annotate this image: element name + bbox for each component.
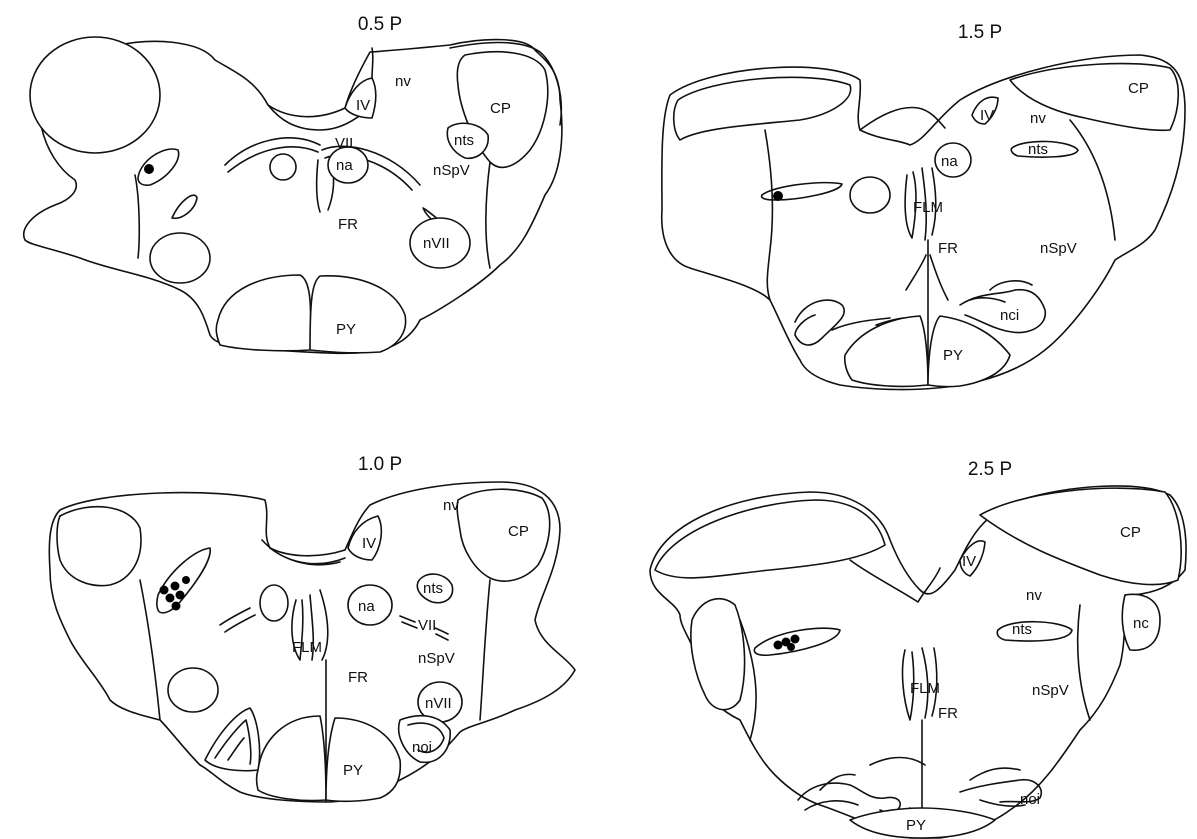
label-nts: nts <box>454 132 474 149</box>
recording-site-dot <box>774 641 783 650</box>
left-lateral-lobe <box>691 599 745 710</box>
label-noi: noi <box>412 739 432 756</box>
recording-site-dot <box>791 635 800 644</box>
label-nspv: nSpV <box>418 650 455 667</box>
left-lobe <box>655 500 885 578</box>
lateral-boundary-right <box>486 162 490 268</box>
label-nv: nv <box>1030 110 1046 127</box>
label-vii: VII <box>335 135 353 152</box>
label-nci: nci <box>1000 307 1019 324</box>
section-panel-2-5p: 2.5 P CP IV nv nts nc FLM nSpV FR noi PY <box>600 420 1197 839</box>
small-circle <box>260 585 288 621</box>
label-vii: VII <box>418 617 436 634</box>
olive-left <box>798 774 910 812</box>
label-cp: CP <box>1128 80 1149 97</box>
left-lobe <box>57 507 141 586</box>
nts-region <box>997 622 1072 641</box>
cp-region <box>980 488 1181 584</box>
left-olive-triangle <box>205 708 260 771</box>
label-nv: nv <box>443 497 459 514</box>
label-nvii: nVII <box>423 235 450 252</box>
label-cp: CP <box>1120 524 1141 541</box>
label-py: PY <box>943 347 963 364</box>
panel-title: 1.0 P <box>358 454 402 475</box>
section-diagram-1-5p: 1.5 P CP IV nv na nts FLM FR nSpV nci PY <box>600 0 1197 420</box>
section-diagram-2-5p: 2.5 P CP IV nv nts nc FLM nSpV FR noi PY <box>600 420 1197 839</box>
recording-site-dot <box>160 586 169 595</box>
label-iv: IV <box>980 107 994 124</box>
lateral-boundary-right <box>480 580 490 720</box>
label-iv: IV <box>362 535 376 552</box>
iv-notch <box>850 560 940 602</box>
recording-site-dot <box>787 643 795 651</box>
recording-site-dot <box>166 594 175 603</box>
pyramid-left <box>845 316 928 386</box>
midline-v <box>906 255 948 300</box>
label-py: PY <box>343 762 363 779</box>
pyramid-left <box>216 275 310 351</box>
recording-site-dot <box>172 602 181 611</box>
left-peduncle-circle <box>30 37 160 153</box>
lateral-boundary-right <box>1070 120 1115 240</box>
label-nspv: nSpV <box>1032 682 1069 699</box>
recording-site-dot <box>144 164 154 174</box>
recording-site-dot <box>182 576 190 584</box>
panel-title: 1.5 P <box>958 22 1002 43</box>
section-panel-1-0p: 1.0 P nv CP IV nts na VII FLM nSpV FR <box>0 420 600 839</box>
label-na: na <box>358 598 375 615</box>
left-slant-oval <box>172 195 197 218</box>
ventricle-floor <box>262 540 345 565</box>
label-nv: nv <box>1026 587 1042 604</box>
label-nvii: nVII <box>425 695 452 712</box>
label-flm: FLM <box>292 639 322 656</box>
lateral-boundary-right <box>1078 605 1090 720</box>
label-nv: nv <box>395 73 411 90</box>
section-diagram-1-0p: 1.0 P nv CP IV nts na VII FLM nSpV FR <box>0 420 600 839</box>
label-fr: FR <box>338 216 358 233</box>
midline-arc <box>870 758 925 766</box>
recording-site-dot <box>176 591 185 600</box>
label-fr: FR <box>348 669 368 686</box>
left-lobe <box>674 77 851 140</box>
label-iv: IV <box>356 97 370 114</box>
label-nspv: nSpV <box>433 162 470 179</box>
left-circle <box>168 668 218 712</box>
label-py: PY <box>906 817 926 834</box>
label-nts: nts <box>423 580 443 597</box>
cp-region <box>457 489 549 581</box>
section-diagram-0-5p: 0.5 P nv IV CP VII nts na nSpV FR nVII P… <box>0 0 600 420</box>
label-na: na <box>336 157 353 174</box>
recording-site-dot <box>171 582 180 591</box>
section-panel-0-5p: 0.5 P nv IV CP VII nts na nSpV FR nVII P… <box>0 0 600 420</box>
label-py: PY <box>336 321 356 338</box>
label-fr: FR <box>938 240 958 257</box>
label-na: na <box>941 153 958 170</box>
lateral-boundary-left <box>765 130 772 300</box>
lateral-oval <box>138 149 179 185</box>
label-iv: IV <box>962 553 976 570</box>
left-circle <box>850 177 890 213</box>
label-fr: FR <box>938 705 958 722</box>
left-circle <box>150 233 210 283</box>
label-flm: FLM <box>913 199 943 216</box>
label-nc: nc <box>1133 615 1149 632</box>
section-panel-1-5p: 1.5 P CP IV nv na nts FLM FR nSpV nci PY <box>600 0 1197 420</box>
label-nts: nts <box>1028 141 1048 158</box>
pyramid-left <box>257 716 327 801</box>
panel-title: 2.5 P <box>968 459 1012 480</box>
label-nts: nts <box>1012 621 1032 638</box>
label-nspv: nSpV <box>1040 240 1077 257</box>
pyramid-right <box>310 276 406 353</box>
pyramid-right <box>326 718 400 801</box>
label-noi: noi <box>1020 791 1040 808</box>
recording-site-dot <box>773 191 783 201</box>
label-cp: CP <box>508 523 529 540</box>
label-cp: CP <box>490 100 511 117</box>
lateral-boundary-left <box>135 175 139 258</box>
label-flm: FLM <box>910 680 940 697</box>
panel-title: 0.5 P <box>358 14 402 35</box>
fibre-lines-left <box>220 608 255 632</box>
small-circle <box>270 154 296 180</box>
nv-boundary <box>372 48 373 78</box>
